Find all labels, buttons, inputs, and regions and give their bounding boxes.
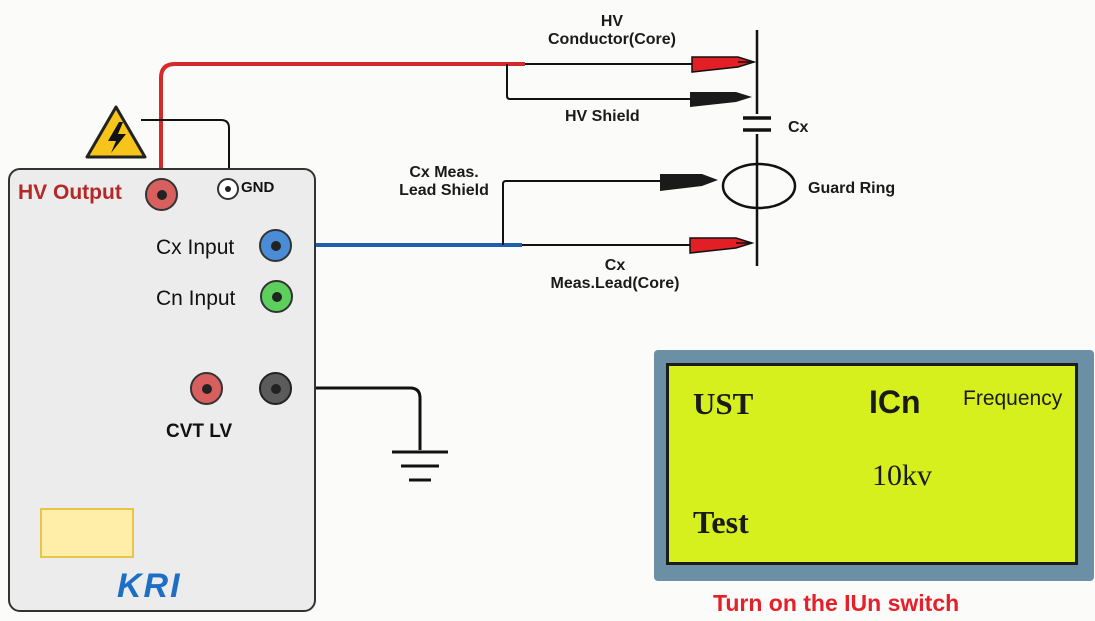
lcd-display: UST ICn Frequency 10kv Test	[654, 350, 1094, 581]
cvt-lv-terminal[interactable]	[190, 372, 223, 405]
lcd-voltage: 10kv	[872, 459, 932, 492]
hv-wire	[159, 62, 525, 190]
cx-meas-shield-label: Cx Meas. Lead Shield	[399, 164, 489, 199]
alligator-clip-icon	[660, 174, 718, 191]
brand-logo: KRI	[117, 567, 182, 605]
lcd-status: Test	[693, 504, 749, 540]
cn-input-terminal[interactable]	[260, 280, 293, 313]
cn-input-label: Cn Input	[156, 287, 236, 310]
cx-input-terminal[interactable]	[259, 229, 292, 262]
hv-output-terminal[interactable]	[145, 178, 178, 211]
alligator-clip-icon	[689, 237, 755, 254]
hv-output-label: HV Output	[18, 181, 122, 204]
display-window	[40, 508, 134, 558]
hv-shield-label: HV Shield	[565, 108, 640, 125]
cx-capacitor-label: Cx	[788, 119, 809, 136]
ground-terminal[interactable]	[259, 372, 292, 405]
lcd-screen: UST ICn Frequency 10kv Test	[666, 363, 1078, 565]
cx-shield-wire	[502, 180, 660, 245]
gnd-wire	[141, 119, 230, 190]
hv-conductor-label: HV Conductor(Core)	[548, 13, 676, 48]
hv-shield-wire	[506, 64, 690, 100]
cvt-lv-label: CVT LV	[166, 421, 233, 442]
cx-input-label: Cx Input	[156, 236, 235, 259]
lcd-frequency: Frequency	[963, 387, 1063, 410]
gnd-label: GND	[241, 179, 275, 196]
lcd-channel: ICn	[869, 384, 921, 420]
cx-meas-lead-label: Cx Meas.Lead(Core)	[550, 257, 680, 292]
alligator-clip-icon	[691, 56, 757, 73]
alligator-clip-icon	[690, 92, 752, 107]
lcd-mode: UST	[693, 386, 754, 421]
guard-ring-label: Guard Ring	[808, 180, 896, 197]
high-voltage-warning-icon	[85, 105, 147, 159]
ground-wire	[282, 386, 422, 450]
ground-symbol-icon	[392, 450, 448, 482]
instruction-text: Turn on the IUn switch	[713, 590, 960, 616]
gnd-terminal[interactable]	[217, 178, 239, 200]
guard-ring-icon	[721, 162, 797, 210]
capacitor-symbol-icon	[743, 114, 771, 134]
